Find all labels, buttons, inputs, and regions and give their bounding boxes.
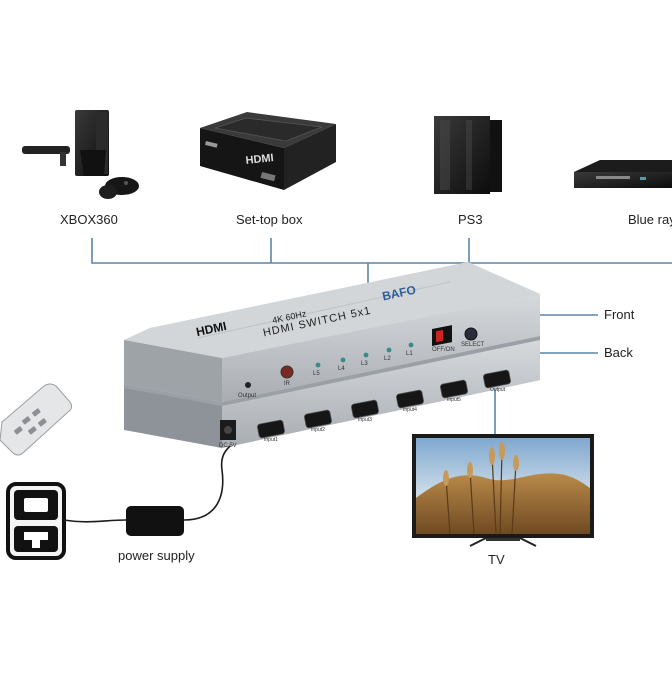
power-supply-icon [63,445,231,536]
bluray-label: Blue ray [628,212,672,227]
svg-text:HDMI: HDMI [245,152,274,167]
xbox360-icon [22,110,139,199]
port-input3-label: Input3 [358,417,372,423]
power-switch-label: OFF/ON [432,347,455,353]
front-label: Front [604,307,635,322]
xbox360-label: XBOX360 [60,212,118,227]
port-input2-label: Input2 [311,427,325,433]
select-button-label: SELECT [461,342,485,348]
port-input1-label: Input1 [264,437,278,443]
port-output-label: Output [490,387,506,393]
led-l4-label: L4 [338,366,345,372]
led-l5-label: L5 [313,371,320,377]
set-top-box-icon: HDMI [200,112,336,190]
ps3-label: PS3 [458,212,483,227]
led-l3-label: L3 [361,361,368,367]
power-supply-label: power supply [118,548,195,563]
hdmi-switch-back-unit [124,336,540,448]
bus-line [91,238,672,264]
ps3-icon [434,116,502,194]
power-socket-icon [6,482,66,560]
tv-label: TV [488,552,505,567]
led-l1-label: L1 [406,351,413,357]
ir-label: IR [284,381,290,387]
remote-control-icon [0,383,73,456]
output-led-label: Output [238,393,257,399]
dc-input-label: DC 5V [219,443,237,449]
tv-icon [412,434,594,547]
led-l2-label: L2 [384,356,391,362]
port-input5-label: Input5 [447,397,461,403]
hdmi-switch-front-unit [124,262,540,402]
settop-box-label: Set-top box [236,212,303,227]
bluray-player-icon [574,160,672,188]
port-input4-label: Input4 [403,407,417,413]
back-label: Back [604,345,633,360]
